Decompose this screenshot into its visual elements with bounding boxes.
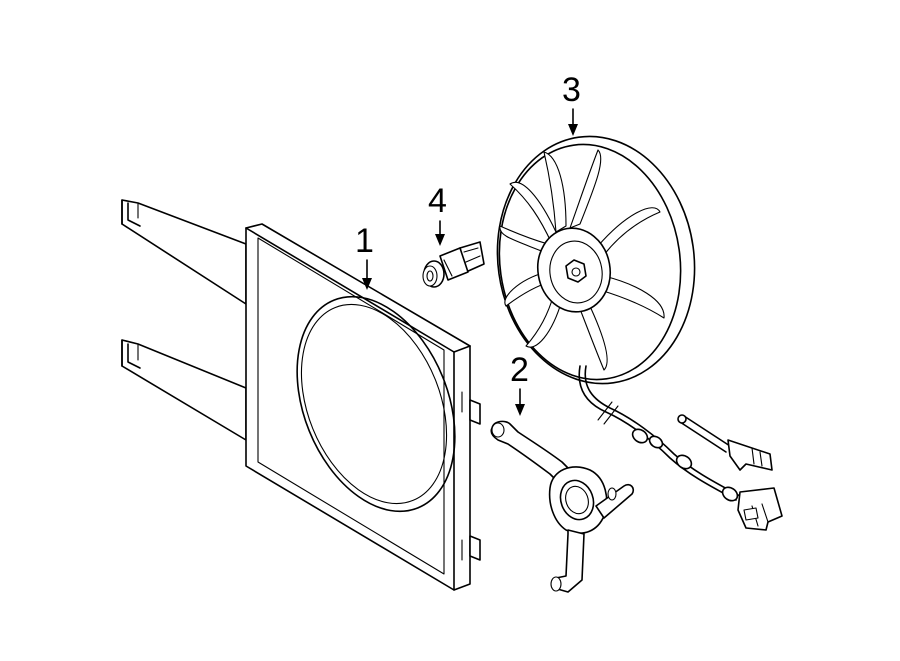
- callout-label-1: 1: [355, 222, 374, 260]
- callout-2: 2: [510, 351, 529, 416]
- fan-connector-upper: [677, 414, 773, 471]
- callout-arrow-1: [362, 278, 372, 290]
- callout-3: 3: [562, 71, 581, 136]
- callout-label-2: 2: [510, 351, 529, 389]
- callout-arrow-3: [568, 124, 578, 136]
- mounting-bracket[interactable]: [490, 420, 635, 593]
- fan-shroud[interactable]: [121, 199, 485, 591]
- callout-arrow-2: [515, 404, 525, 416]
- callout-label-4: 4: [428, 182, 447, 220]
- callout-4: 4: [428, 182, 447, 246]
- fan-connector-lower: [737, 487, 783, 531]
- fan-wire-harness: [578, 365, 741, 502]
- fan-blades: [499, 149, 665, 371]
- callout-arrow-4: [435, 234, 445, 246]
- shroud-lower-arm: [121, 339, 247, 441]
- callout-1: 1: [355, 222, 374, 290]
- temperature-switch[interactable]: [422, 241, 485, 288]
- fan-hub: [537, 227, 611, 313]
- shroud-fan-opening: [296, 295, 456, 513]
- callout-label-3: 3: [562, 71, 581, 109]
- fan-assembly[interactable]: [482, 124, 783, 531]
- shroud-upper-arm: [121, 199, 247, 305]
